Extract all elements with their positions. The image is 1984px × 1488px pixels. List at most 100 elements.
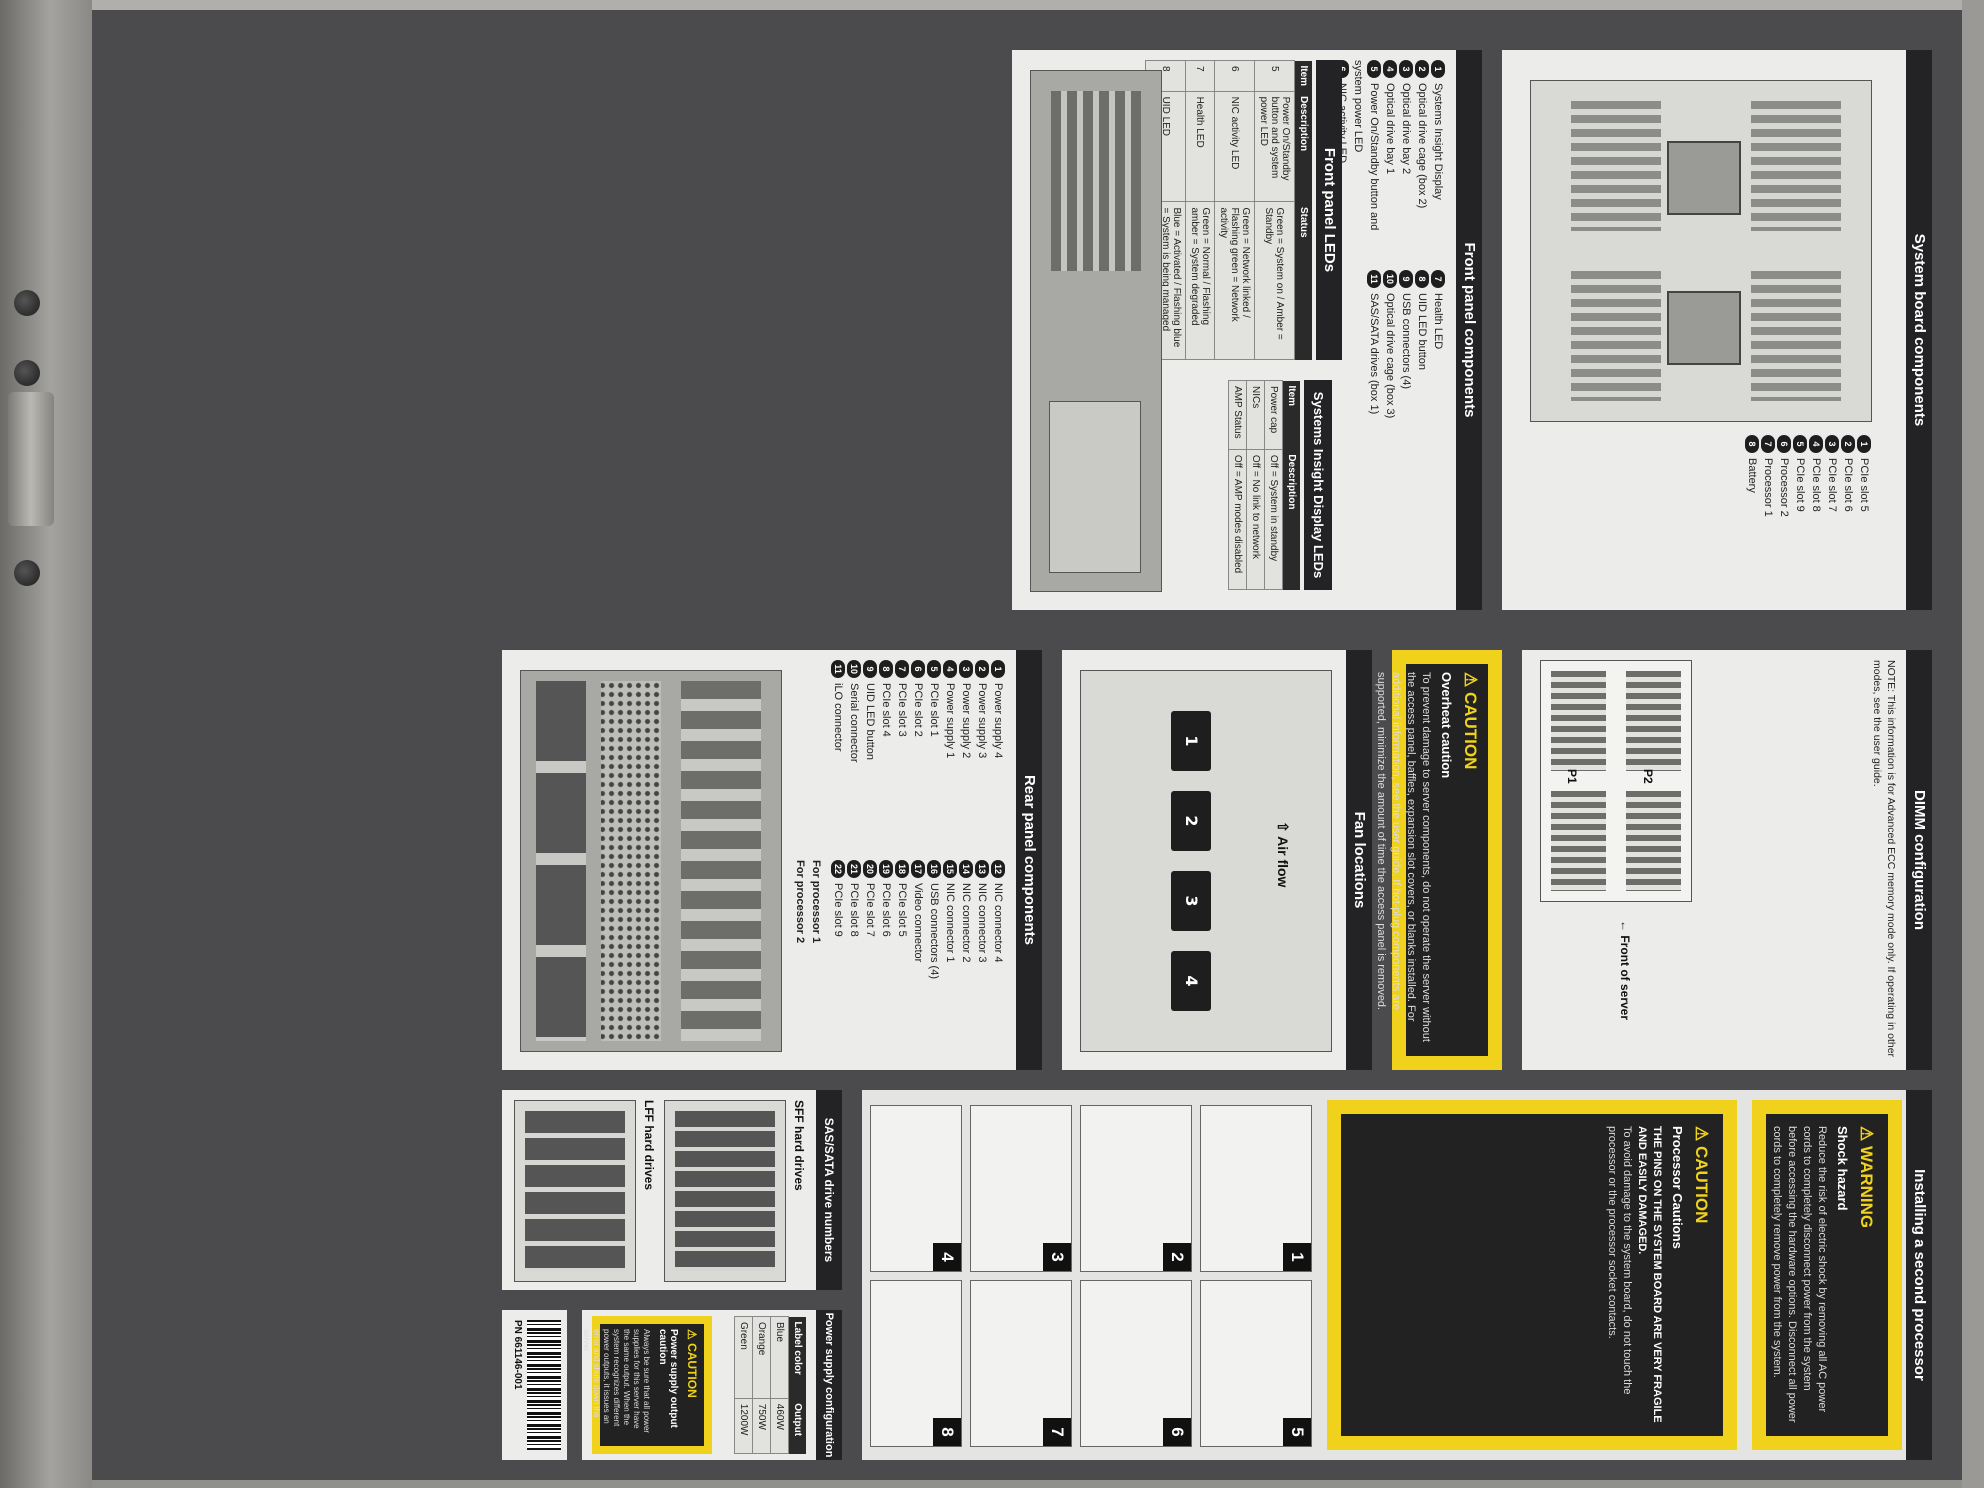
table-header: Status bbox=[1294, 201, 1312, 360]
rear-item: 7PCIe slot 3 bbox=[894, 660, 910, 860]
lff-caption: LFF hard drives bbox=[642, 1100, 656, 1191]
rear-legend-2: 12NIC connector 4 13NIC connector 3 14NI… bbox=[792, 860, 1006, 1060]
lff-diagram bbox=[514, 1100, 636, 1282]
system-board-title: System board components bbox=[1906, 50, 1932, 610]
pcie-slots bbox=[681, 681, 761, 1041]
front-panel-panel: Front panel components 1Systems Insight … bbox=[1012, 50, 1482, 610]
overheat-text: To prevent damage to server components, … bbox=[1375, 672, 1432, 1042]
optical-cage bbox=[1049, 401, 1141, 573]
front-item: 9USB connectors (4) bbox=[1398, 270, 1414, 470]
psu-caution: ⚠ CAUTION Power supply output caution Al… bbox=[582, 1316, 712, 1454]
table-header: Description bbox=[1294, 91, 1312, 202]
dimm-panel: DIMM configuration NOTE: This informatio… bbox=[1522, 650, 1932, 1070]
table-header: Item bbox=[1294, 60, 1312, 92]
front-item: 8UID LED button bbox=[1414, 270, 1430, 470]
psu-caution-text: Always be sure that all power supplies f… bbox=[582, 1329, 651, 1434]
step-8: 8 bbox=[870, 1280, 962, 1447]
barcode-icon bbox=[527, 1320, 561, 1450]
rear-item: 16USB connectors (4) bbox=[926, 860, 942, 1060]
vent-grille bbox=[601, 681, 661, 1041]
chassis-right-edge bbox=[1962, 0, 1984, 1488]
rear-legend: 1Power supply 4 2Power supply 3 3Power s… bbox=[830, 660, 1006, 860]
rear-item: 11iLO connector bbox=[830, 660, 846, 860]
service-label: System board components 1PCIe slot 5 2PC… bbox=[92, 10, 1962, 1480]
processor-caution-title: ⚠ CAUTION bbox=[1692, 1126, 1711, 1224]
dimm-bank bbox=[1571, 101, 1661, 231]
rear-item: 17Video connector bbox=[910, 860, 926, 1060]
overheat-heading: Overheat caution bbox=[1439, 672, 1454, 779]
rear-item: 22PCIe slot 9 bbox=[830, 860, 846, 1060]
front-item: 4Optical drive bay 1 bbox=[1382, 60, 1398, 260]
processor-caution-lead: THE PINS ON THE SYSTEM BOARD ARE VERY FR… bbox=[1636, 1126, 1663, 1423]
front-panel-title: Front panel components bbox=[1456, 50, 1482, 610]
rear-item: 12NIC connector 4 bbox=[990, 860, 1006, 1060]
sff-caption: SFF hard drives bbox=[792, 1100, 806, 1191]
drive-cage bbox=[1051, 91, 1141, 271]
step-3: 3 bbox=[970, 1105, 1072, 1272]
shock-warning: ⚠ WARNING Shock hazard Reduce the risk o… bbox=[1752, 1100, 1902, 1450]
dimm-slots bbox=[1626, 791, 1681, 891]
processor-caution-heading: Processor Cautions bbox=[1670, 1126, 1685, 1249]
fan-4: 4 bbox=[1171, 951, 1211, 1011]
arrow-up-icon: ⇧ bbox=[1275, 821, 1291, 833]
dimm-note: NOTE: This information is for Advanced E… bbox=[1871, 660, 1897, 1058]
rear-item: 15NIC connector 1 bbox=[942, 860, 958, 1060]
rear-panel: Rear panel components 1Power supply 4 2P… bbox=[502, 650, 1042, 1070]
dimm-slots bbox=[1626, 671, 1681, 771]
warning-title: ⚠ WARNING bbox=[1857, 1126, 1876, 1229]
processor-socket bbox=[1667, 291, 1741, 365]
dimm-slots bbox=[1551, 671, 1606, 771]
rear-item: 19PCIe slot 6 bbox=[878, 860, 894, 1060]
psu-caution-heading: Power supply output caution bbox=[657, 1329, 679, 1428]
install-title: Installing a second processor bbox=[1906, 1090, 1932, 1460]
rear-item: 4Power supply 1 bbox=[942, 660, 958, 860]
front-panel-legend: 1Systems Insight Display 2Optical drive … bbox=[1334, 60, 1446, 260]
rivet-icon bbox=[14, 560, 40, 586]
warning-heading: Shock hazard bbox=[1835, 1126, 1850, 1211]
service-label-content: System board components 1PCIe slot 5 2PC… bbox=[92, 10, 1962, 1480]
front-item: 11SAS/SATA drives (box 1) bbox=[1366, 270, 1382, 470]
front-item: 1Systems Insight Display bbox=[1430, 60, 1446, 260]
airflow-label: ⇧ Air flow bbox=[1274, 821, 1291, 887]
overheat-caution: ⚠ CAUTION Overheat caution To prevent da… bbox=[1375, 650, 1502, 1070]
front-item: 7Health LED bbox=[1430, 270, 1446, 470]
sff-bays bbox=[675, 1111, 775, 1271]
drive-numbers-panel: SAS/SATA drive numbers SFF hard drives L… bbox=[502, 1090, 842, 1290]
processor-socket bbox=[1667, 141, 1741, 215]
front-panel-leds-title: Front panel LEDs bbox=[1316, 60, 1342, 360]
warning-text: Reduce the risk of electric shock by rem… bbox=[1771, 1126, 1828, 1423]
rear-group-p1: For processor 1 bbox=[810, 860, 822, 944]
rear-item: 8PCIe slot 4 bbox=[878, 660, 894, 860]
dimm-title: DIMM configuration bbox=[1906, 650, 1932, 1070]
system-board-diagram bbox=[1530, 80, 1872, 422]
step-7: 7 bbox=[970, 1280, 1072, 1447]
processor-caution-text: To avoid damage to the system board, do … bbox=[1606, 1126, 1633, 1395]
rear-title: Rear panel components bbox=[1016, 650, 1042, 1070]
step-6: 6 bbox=[1080, 1280, 1192, 1447]
rear-group-p2: For processor 2 bbox=[794, 860, 806, 944]
system-board-legend: 1PCIe slot 5 2PCIe slot 6 3PCIe slot 7 4… bbox=[1744, 435, 1872, 605]
rivet-icon bbox=[14, 290, 40, 316]
barcode-panel: PN 661146-001 bbox=[502, 1310, 567, 1460]
lff-bays bbox=[525, 1111, 625, 1271]
dimm-slot-diagram: P2 P1 bbox=[1540, 660, 1692, 902]
rear-panel-diagram bbox=[520, 670, 782, 1052]
rear-item: 6PCIe slot 2 bbox=[910, 660, 926, 860]
front-item: 5Power On/Standby button and system powe… bbox=[1352, 60, 1381, 231]
rear-item: 9UID LED button bbox=[862, 660, 878, 860]
rear-item: 14NIC connector 2 bbox=[958, 860, 974, 1060]
p1-label: P1 bbox=[1565, 769, 1579, 784]
rear-item: 2Power supply 3 bbox=[974, 660, 990, 860]
arrow-left-icon: ← bbox=[1618, 920, 1632, 932]
